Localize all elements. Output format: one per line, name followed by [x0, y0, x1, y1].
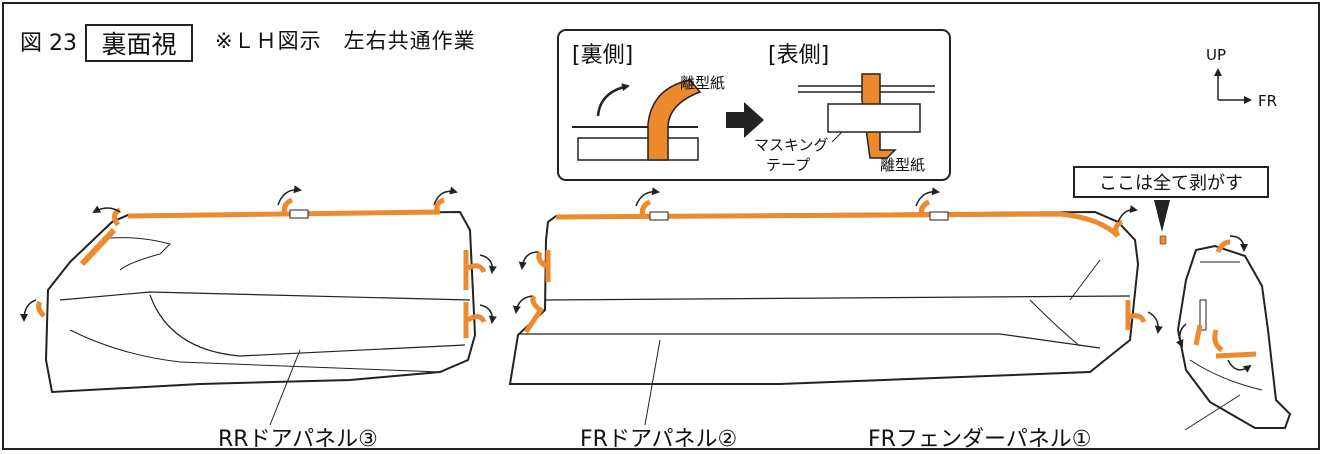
rr-door-panel-label: RRドアパネル③	[218, 427, 378, 452]
arrow-right-icon	[726, 102, 764, 138]
fr-label: FR	[1258, 92, 1277, 110]
peel-arrow-icon	[518, 251, 539, 270]
peel-arrow-icon	[1117, 205, 1138, 223]
peel-arrow-icon	[479, 304, 497, 324]
view-label: 裏面視	[101, 30, 177, 59]
peel-arrow-icon	[433, 186, 458, 206]
masking-tape-shape	[827, 103, 921, 133]
peel-arrow-icon	[20, 299, 37, 322]
callout-text: ここは全て剥がす	[1099, 173, 1243, 194]
peel-arrow-icon	[635, 187, 660, 207]
up-label: UP	[1206, 46, 1226, 64]
back-side-title: [裏側]	[572, 43, 633, 68]
peel-arrow-icon	[1229, 235, 1248, 252]
back-side-detail: 離型紙	[572, 74, 725, 161]
masking-tape-label-line-2: テープ	[766, 156, 810, 174]
peel-arrow-icon	[512, 295, 533, 314]
peel-arrow-icon	[915, 187, 940, 207]
peel-arrow-icon	[479, 254, 497, 274]
peel-arrow-icon	[1175, 323, 1187, 348]
view-label-box: 裏面視	[85, 24, 193, 62]
fr-fender-panel-label: FRフェンダーパネル①	[868, 427, 1091, 452]
front-side-title: [表側]	[768, 43, 829, 68]
fr-door-panel	[508, 187, 1163, 426]
masking-tape-label-line-1: マスキング	[754, 136, 829, 154]
callout-box: ここは全て剥がす	[1073, 166, 1269, 198]
front-side-detail: マスキング テープ 離型紙	[754, 73, 935, 174]
figure-number: 図 23	[20, 31, 77, 56]
work-note: ※ＬＨ図示 左右共通作業	[215, 29, 476, 53]
peel-arrow-icon	[1147, 311, 1163, 334]
peel-arrow-icon	[1227, 359, 1252, 373]
peel-arrow-icon	[92, 205, 121, 213]
inset-box: [裏側] [表側] 離型紙 マスキング テープ	[557, 29, 951, 181]
direction-axes-icon: UP FR	[1206, 46, 1277, 110]
peel-arrow-icon	[277, 185, 302, 206]
rr-door-panel	[20, 185, 497, 426]
fr-fender-panel	[1154, 200, 1292, 431]
fr-door-panel-label: FRドアパネル②	[580, 427, 737, 452]
release-paper-label: 離型紙	[680, 74, 725, 92]
release-paper-label-2: 離型紙	[880, 156, 925, 174]
curved-arrow-icon	[596, 83, 630, 117]
release-paper-shape	[647, 79, 702, 161]
